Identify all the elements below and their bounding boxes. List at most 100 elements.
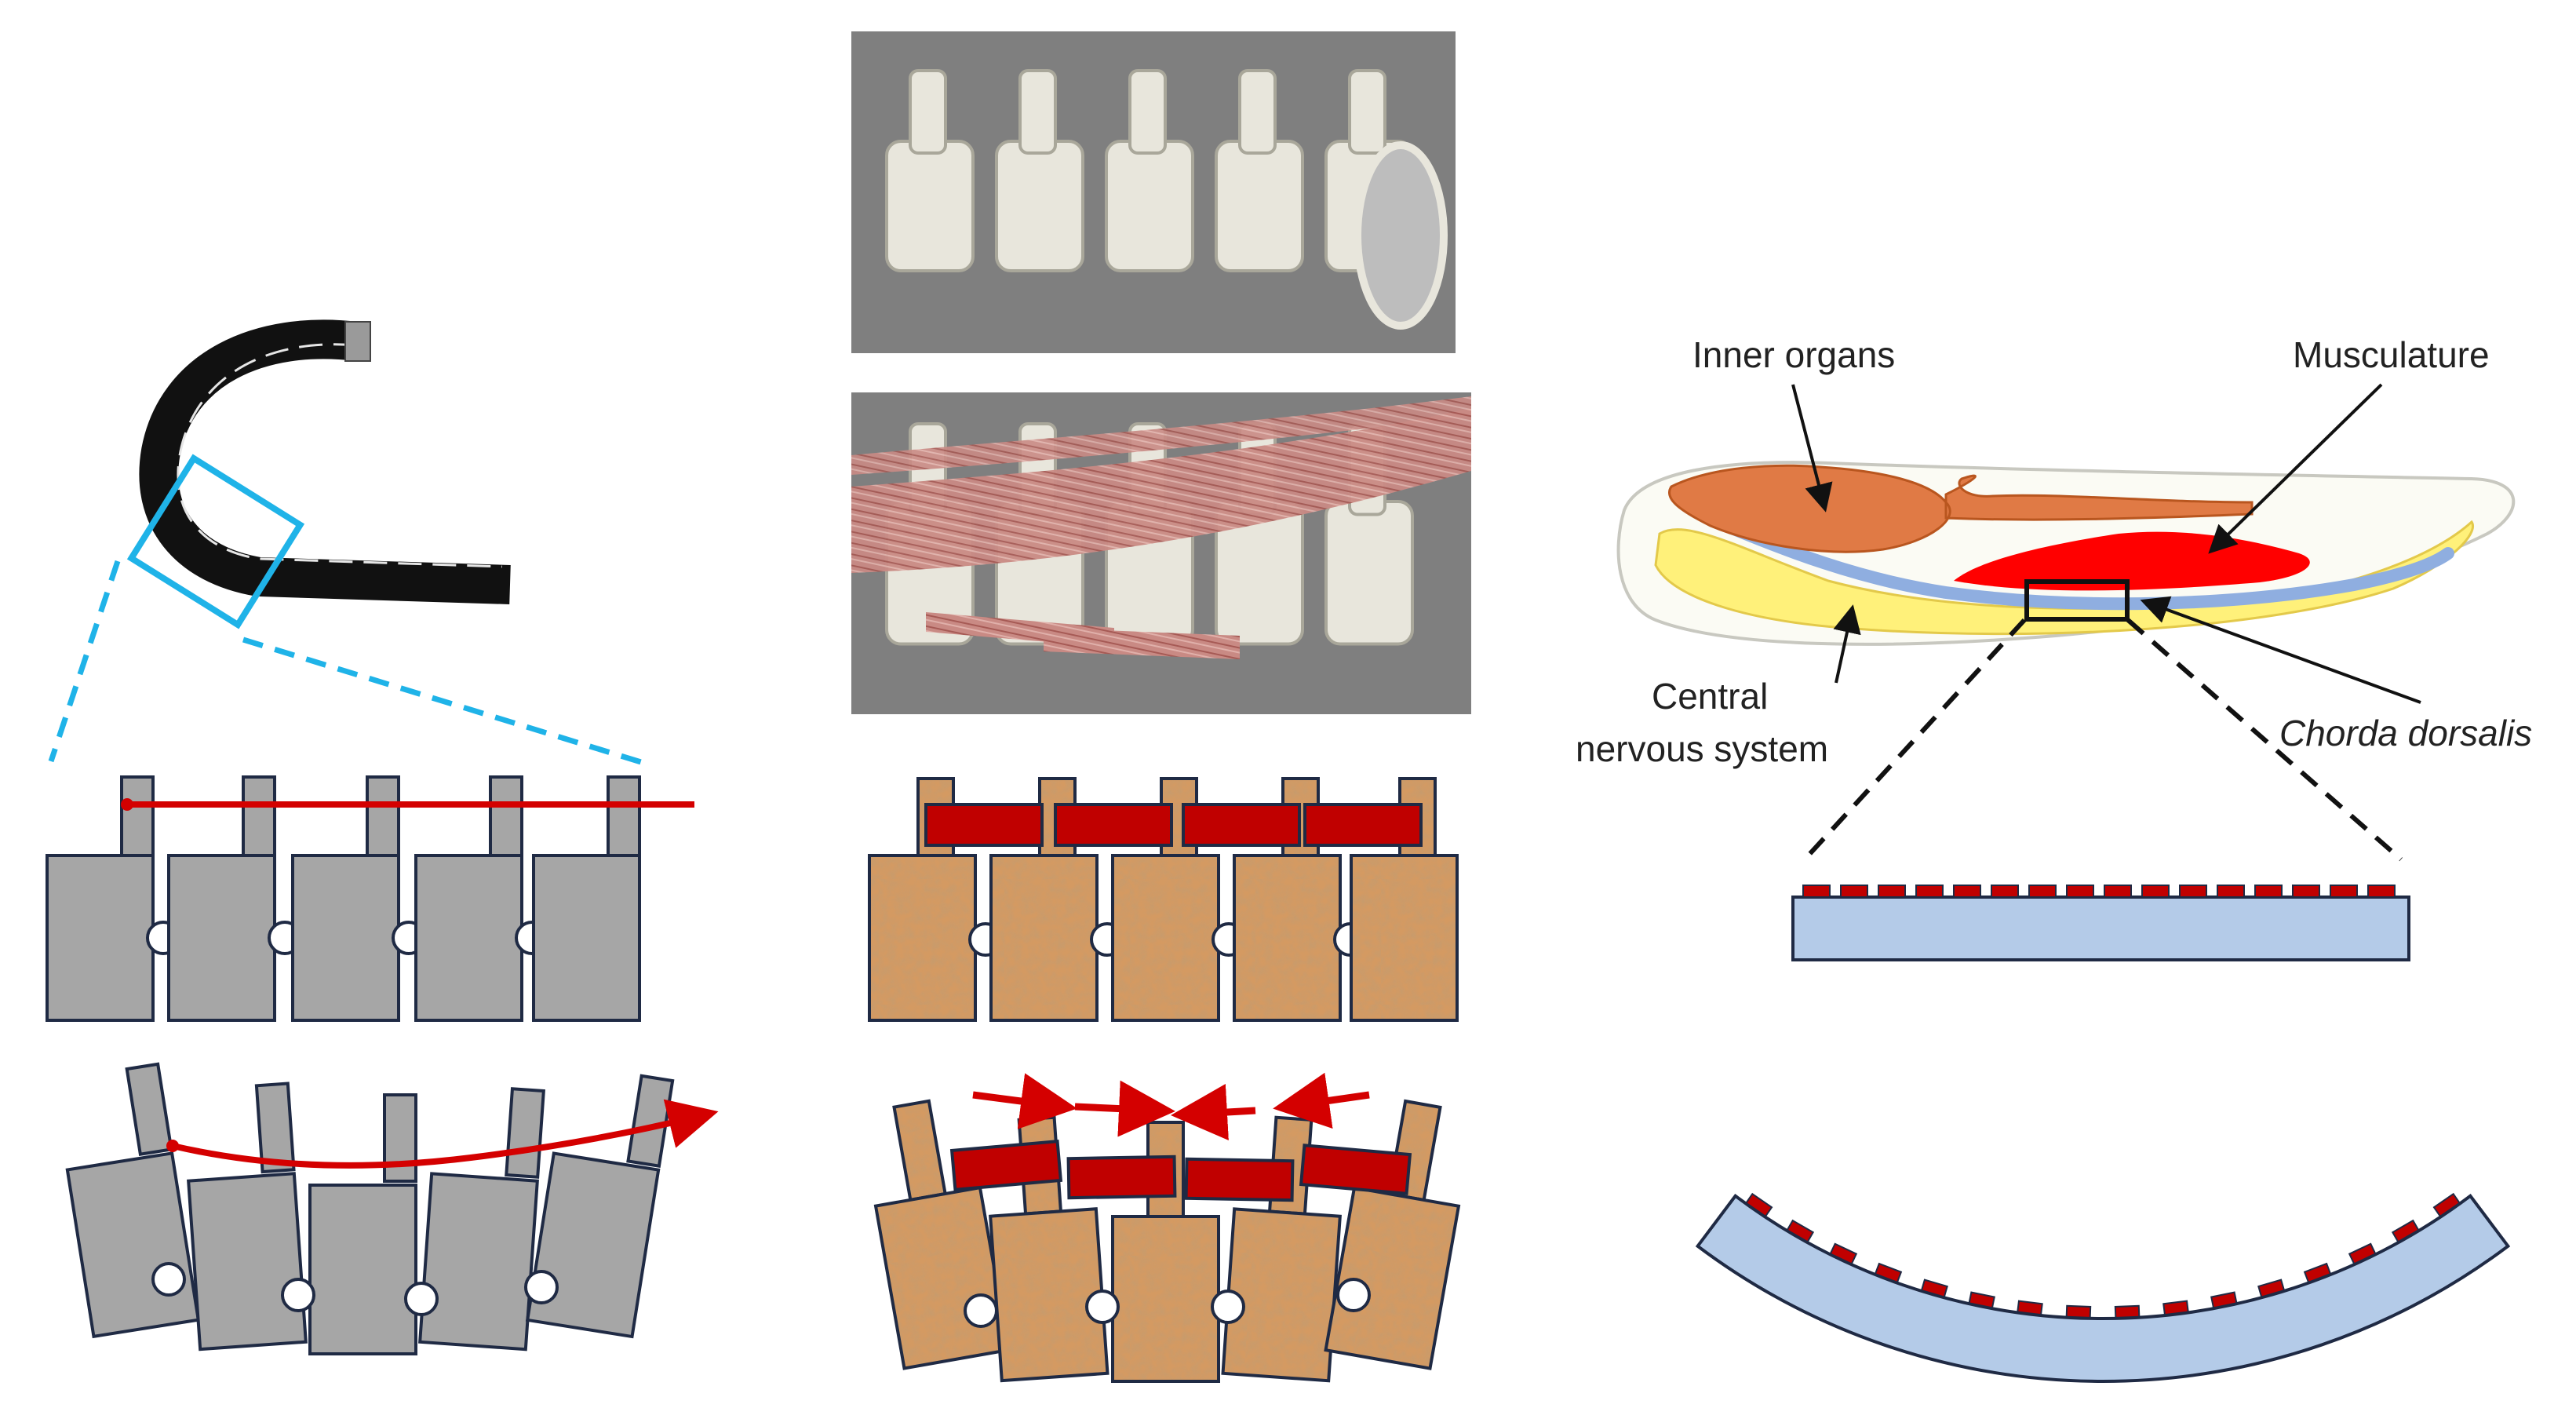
zoom-line-right — [242, 637, 653, 768]
endoscope-hose — [139, 319, 511, 604]
cork-body — [989, 1207, 1109, 1383]
label-cns-line1: Central — [1652, 676, 1768, 717]
strip-segment — [1953, 885, 1981, 898]
vertebra-process — [505, 1087, 545, 1179]
mechanical-model-straight — [46, 775, 694, 1022]
cork-body — [1233, 854, 1342, 1022]
strip-segment — [2217, 885, 2245, 898]
strip-segment — [1829, 1242, 1858, 1265]
joint — [151, 1262, 186, 1297]
strip-segment — [1744, 1192, 1773, 1218]
spine-photo-bones — [851, 31, 1456, 353]
cork-body — [873, 1185, 1011, 1370]
strip-segment — [1915, 885, 1944, 898]
chorda-blue — [1700, 512, 2454, 611]
cork-body — [1324, 1186, 1461, 1370]
vertebra-unit — [65, 1062, 201, 1339]
endoscope-tip — [344, 321, 371, 362]
zoom-line-left — [48, 560, 121, 763]
bone-vertebra — [1105, 140, 1194, 272]
contraction-arrow — [1273, 1072, 1370, 1129]
cork-unit — [873, 1099, 1011, 1370]
joint — [1336, 1278, 1371, 1312]
muscle-block — [1299, 1144, 1412, 1195]
joint — [964, 1293, 998, 1328]
joint — [1085, 1290, 1120, 1324]
vertebra-body — [46, 854, 155, 1022]
joint — [1211, 1290, 1245, 1324]
vertebra-unit — [525, 1074, 675, 1339]
vertebra-body — [308, 1184, 417, 1355]
cork-model-straight — [868, 777, 1459, 1022]
muscle-block — [1066, 1155, 1177, 1200]
strip-segment — [2104, 885, 2132, 898]
vertebra-process — [607, 775, 641, 861]
tendon-line — [172, 1099, 719, 1169]
contraction-arrow — [972, 1073, 1077, 1129]
vertebra-process — [120, 775, 155, 861]
strip-segment — [1878, 885, 1906, 898]
vertebra-body — [167, 854, 276, 1022]
muscle-block — [949, 1140, 1063, 1191]
muscle-block — [1303, 803, 1423, 847]
bone-process — [1238, 69, 1277, 155]
cork-body — [1221, 1207, 1342, 1383]
strip-arc — [1695, 1193, 2511, 1383]
bone-vertebra — [1215, 140, 1304, 272]
joint — [524, 1270, 559, 1304]
strip-segment — [2017, 1300, 2043, 1316]
cork-body — [868, 854, 977, 1022]
vertebra-body — [532, 854, 641, 1022]
strip-model-straight — [1791, 885, 2410, 961]
strip-segment — [1991, 885, 2019, 898]
strip-segment — [1802, 885, 1831, 898]
vertebra-unit — [187, 1082, 308, 1352]
vertebra-process — [242, 775, 276, 861]
vertebra-process — [125, 1062, 173, 1156]
strip-segment — [1968, 1291, 1995, 1309]
zoom-line-right-black — [2126, 618, 2403, 862]
cork-body — [989, 854, 1099, 1022]
joint — [404, 1282, 439, 1316]
bone-process — [1018, 69, 1057, 155]
strip-segment — [2391, 1219, 2420, 1243]
bone-process — [1348, 69, 1386, 155]
cork-unit — [1111, 1121, 1220, 1383]
endoscope-panel — [48, 319, 653, 768]
strip-segment — [2162, 1300, 2189, 1316]
cork-unit — [1324, 1099, 1461, 1370]
detail-box — [2024, 579, 2130, 622]
strip-segment — [1840, 885, 1868, 898]
strip-segment — [2210, 1291, 2238, 1309]
cork-model-bent — [873, 1072, 1461, 1383]
vertebra-unit — [308, 1093, 417, 1355]
cork-process — [892, 1099, 947, 1202]
muscle-block — [924, 803, 1044, 847]
arrow-inner-organs — [1791, 384, 1833, 513]
strip-segment — [2330, 885, 2358, 898]
strip-segment — [2141, 885, 2170, 898]
contraction-arrow — [1074, 1080, 1175, 1137]
strip-segment — [2292, 885, 2320, 898]
zoom-box — [126, 454, 305, 629]
joint — [281, 1278, 315, 1312]
strip-segment — [2114, 1304, 2141, 1319]
mechanical-model-bent — [65, 1062, 719, 1355]
strip-segment — [2257, 1279, 2286, 1298]
vertebra-body — [291, 854, 400, 1022]
endoscope-highlight — [177, 343, 503, 568]
label-inner-organs: Inner organs — [1692, 334, 1895, 375]
strip-segment — [1920, 1279, 1948, 1298]
strip-segment — [2179, 885, 2207, 898]
cork-body — [1111, 1215, 1220, 1383]
vertebra-process — [366, 775, 400, 861]
strip-segment — [2432, 1192, 2461, 1218]
vertebra-process — [489, 775, 523, 861]
strip-segment — [1874, 1262, 1903, 1284]
cork-body — [1350, 854, 1459, 1022]
cork-body — [1111, 854, 1220, 1022]
vertebra-process — [254, 1082, 296, 1174]
arrow-cns — [1833, 604, 1861, 684]
label-chorda-dorsalis: Chorda dorsalis — [2279, 713, 2532, 753]
bone-vertebra — [995, 140, 1084, 272]
